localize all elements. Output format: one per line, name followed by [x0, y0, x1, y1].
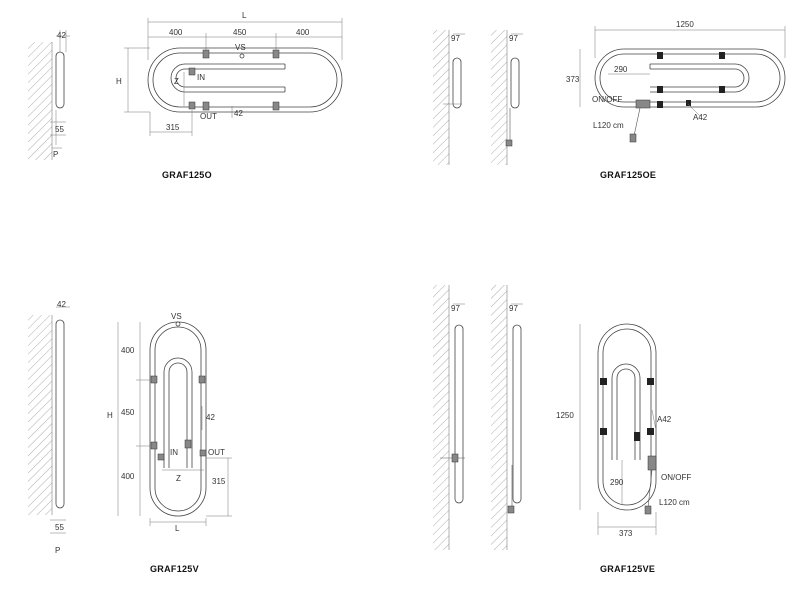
graf125o-caption: GRAF125O: [162, 170, 212, 180]
graf125v-front-view: VS IN OUT 400 450 400 H 42 Z 315 L: [107, 312, 232, 533]
wall-hatch: [28, 42, 52, 160]
graf125oe-dim-373: 373: [566, 75, 580, 84]
graf125oe-front-view: 1250 373 290 ON/OFF L120 cm A42: [566, 20, 786, 143]
graf125o-dim-400-left: 400: [169, 28, 183, 37]
graf125ve-dim-97a: 97: [451, 304, 460, 313]
graf125v-dim-z: Z: [176, 474, 181, 483]
graf125oe-label-cable: L120 cm: [593, 121, 624, 130]
graf125o-label-out: OUT: [200, 112, 217, 121]
graf125oe-dim-1250: 1250: [676, 20, 694, 29]
graf125ve-drawing: 97 97 1250 290 A: [433, 285, 691, 574]
graf125ve-front-view: 1250 290 A42 ON/OFF L120 cm 373: [556, 323, 691, 538]
graf125o-side-view: 42 55 P: [28, 30, 70, 160]
graf125o-dim-l-top: L: [242, 11, 247, 20]
graf125o-dim-42: 42: [234, 109, 243, 118]
graf125ve-dim-373: 373: [619, 529, 633, 538]
graf125o-drawing: 42 55 P L 400 450 400: [28, 11, 343, 180]
graf125oe-label-onoff: ON/OFF: [592, 95, 622, 104]
graf125ve-label-cable: L120 cm: [659, 498, 690, 507]
graf125v-dim-p: P: [55, 546, 60, 555]
graf125oe-side-view-1: 97: [433, 30, 465, 165]
graf125oe-dim-290: 290: [614, 65, 628, 74]
graf125v-drawing: 42 55 P VS IN OUT 400 450 400: [28, 300, 232, 574]
graf125v-dim-l: L: [175, 524, 180, 533]
graf125oe-dim-97a: 97: [451, 34, 460, 43]
graf125o-label-in: IN: [197, 73, 205, 82]
graf125oe-side-view-2: 97: [491, 30, 523, 165]
graf125v-label-in: IN: [170, 448, 178, 457]
graf125v-caption: GRAF125V: [150, 564, 199, 574]
graf125v-dim-42: 42: [206, 413, 215, 422]
graf125v-side-view: 42 55 P: [28, 300, 70, 555]
graf125ve-label-onoff: ON/OFF: [661, 473, 691, 482]
graf125o-front-view: L 400 450 400 VS IN: [116, 11, 343, 136]
graf125ve-side-view-2: 97: [491, 285, 523, 550]
graf125ve-dim-290: 290: [610, 478, 624, 487]
graf125v-label-out: OUT: [208, 448, 225, 457]
graf125v-dim-315: 315: [212, 477, 226, 486]
graf125o-label-vs: VS: [235, 43, 246, 52]
graf125o-dim-42-side: 42: [57, 31, 66, 40]
graf125o-dim-p: P: [53, 150, 58, 159]
graf125o-dim-z: Z: [174, 77, 179, 86]
graf125oe-label-a42: A42: [693, 113, 708, 122]
graf125oe-drawing: 97 97 1250: [433, 20, 786, 180]
graf125v-dim-42-side: 42: [57, 300, 66, 309]
graf125o-dim-450: 450: [233, 28, 247, 37]
graf125o-dim-55: 55: [55, 125, 64, 134]
graf125v-dim-400-bottom: 400: [121, 472, 135, 481]
graf125v-dim-400-top: 400: [121, 346, 135, 355]
graf125ve-dim-97b: 97: [509, 304, 518, 313]
graf125o-dim-400-right: 400: [296, 28, 310, 37]
graf125v-label-vs: VS: [171, 312, 182, 321]
graf125oe-caption: GRAF125OE: [600, 170, 656, 180]
graf125ve-label-a42: A42: [657, 415, 672, 424]
graf125oe-dim-97b: 97: [509, 34, 518, 43]
graf125v-dim-h: H: [107, 411, 113, 420]
graf125ve-dim-1250: 1250: [556, 411, 574, 420]
graf125o-dim-h: H: [116, 77, 122, 86]
graf125ve-side-view-1: 97: [433, 285, 465, 550]
graf125ve-caption: GRAF125VE: [600, 564, 655, 574]
graf125v-dim-450: 450: [121, 408, 135, 417]
graf125v-dim-55: 55: [55, 523, 64, 532]
graf125o-dim-315: 315: [166, 123, 180, 132]
